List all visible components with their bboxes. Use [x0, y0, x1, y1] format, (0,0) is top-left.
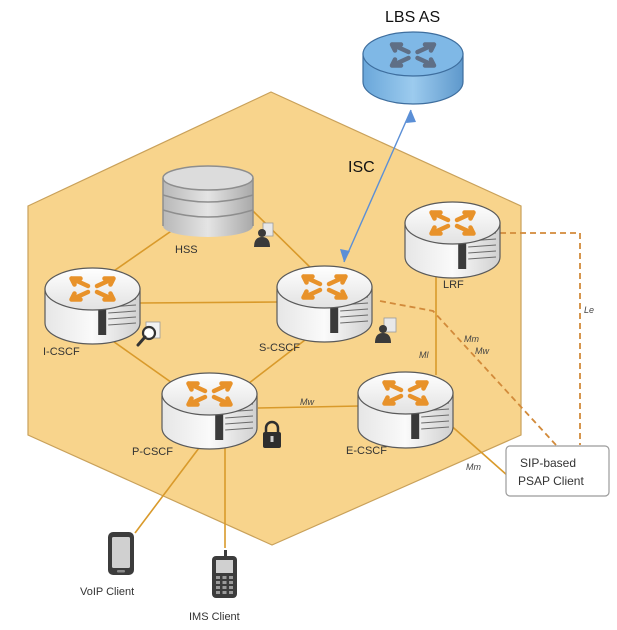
- link-lrf-psap-le-dashed: [500, 232, 581, 445]
- lrf-label: LRF: [443, 279, 464, 291]
- voip-client-label: VoIP Client: [80, 586, 134, 598]
- router-icon: [44, 267, 141, 345]
- link-pcscf-ecscf: [257, 405, 361, 409]
- router-top: [44, 267, 141, 311]
- router-top: [404, 201, 501, 245]
- link-icscf-scscf: [139, 301, 279, 304]
- hss-label: HSS: [175, 244, 198, 256]
- i-cscf-node[interactable]: I-CSCF: [43, 267, 141, 358]
- router-vent: [225, 421, 254, 425]
- padlock-icon: [263, 420, 281, 448]
- ims-client-node[interactable]: IMS Client: [189, 550, 240, 623]
- database-icon: [162, 165, 254, 237]
- interface-mm-label: Mm: [466, 462, 481, 472]
- psap-label-line1: SIP-based: [520, 456, 576, 470]
- router-icon: [362, 31, 464, 105]
- smartphone-icon: [108, 532, 134, 575]
- e-cscf-label: E-CSCF: [346, 445, 387, 457]
- ims-client-label: IMS Client: [189, 611, 240, 623]
- router-vent: [108, 322, 137, 326]
- interface-le-label: Le: [584, 305, 594, 315]
- router-icon: [276, 265, 373, 343]
- p-cscf-node[interactable]: P-CSCF: [132, 372, 258, 458]
- router-vent: [421, 414, 450, 418]
- isc-arrowhead-top: [406, 110, 416, 123]
- router-grille: [98, 295, 107, 335]
- router-icon: [161, 372, 258, 450]
- magnifier-icon: [136, 321, 161, 347]
- user-profile-icon: [254, 222, 274, 247]
- lbs-as-node[interactable]: LBS AS: [362, 9, 464, 105]
- psap-label-line2: PSAP Client: [518, 474, 584, 488]
- router-top: [161, 372, 258, 416]
- voip-client-node[interactable]: VoIP Client: [80, 532, 134, 598]
- p-cscf-label: P-CSCF: [132, 446, 173, 458]
- interface-ml-label: Ml: [419, 350, 429, 360]
- mobile-phone-icon: [212, 550, 237, 598]
- s-cscf-node[interactable]: S-CSCF: [259, 265, 373, 354]
- router-vent: [421, 420, 450, 424]
- router-vent: [225, 427, 254, 431]
- router-icon: [357, 371, 454, 449]
- interface-links: [99, 109, 581, 548]
- interface-isc-label: ISC: [348, 159, 375, 176]
- i-cscf-label: I-CSCF: [43, 346, 80, 358]
- router-vent: [421, 426, 450, 430]
- router-grille: [215, 400, 224, 440]
- router-vent: [225, 415, 254, 419]
- lrf-node[interactable]: LRF: [404, 201, 501, 291]
- user-profile-icon: [375, 317, 397, 343]
- lbs-as-label: LBS AS: [385, 9, 440, 26]
- interface-mw-label: Mw: [300, 397, 314, 407]
- router-vent: [468, 256, 497, 260]
- link-pcscf-voip: [134, 439, 206, 534]
- e-cscf-node[interactable]: E-CSCF: [346, 371, 454, 457]
- router-vent: [468, 250, 497, 254]
- router-vent: [340, 308, 369, 312]
- router-grille: [458, 229, 467, 269]
- isc-arrowhead-bottom: [340, 249, 350, 262]
- router-top: [357, 371, 454, 415]
- router-vent: [108, 310, 137, 314]
- router-grille: [330, 293, 339, 333]
- router-icon: [404, 201, 501, 279]
- s-cscf-label: S-CSCF: [259, 342, 300, 354]
- router-vent: [468, 244, 497, 248]
- link-scscf-psap-dashed: [379, 300, 557, 446]
- link-scscf-lbs-isc: [343, 109, 412, 263]
- link-ecscf-psap: [446, 421, 509, 477]
- router-vent: [340, 314, 369, 318]
- router-vent: [340, 320, 369, 324]
- link-hss-scscf: [251, 209, 319, 276]
- interface-mm-label: Mm: [464, 334, 479, 344]
- router-grille: [411, 399, 420, 439]
- router-top: [276, 265, 373, 309]
- psap-client-box[interactable]: SIP-based PSAP Client: [505, 445, 610, 497]
- hss-node[interactable]: HSS: [162, 165, 254, 256]
- router-vent: [108, 316, 137, 320]
- interface-mw-label: Mw: [475, 346, 489, 356]
